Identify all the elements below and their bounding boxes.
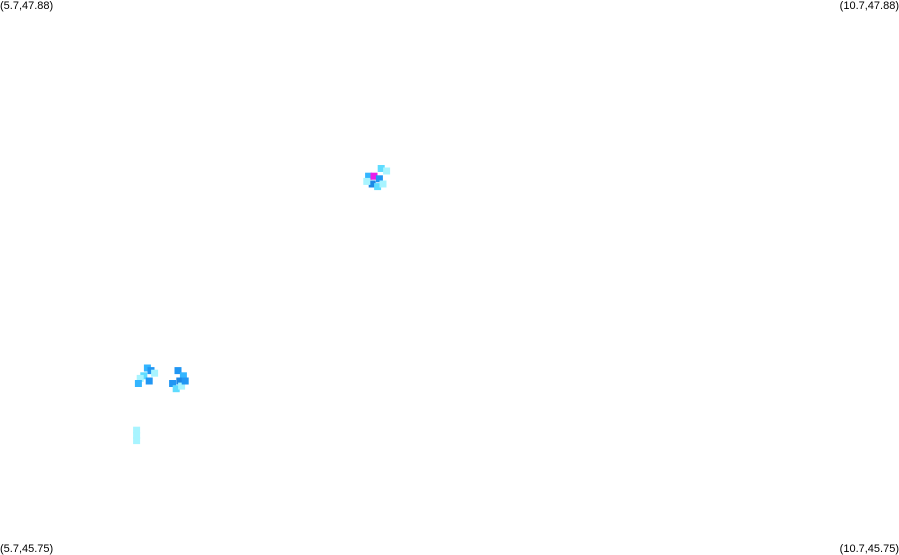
heat-cell	[370, 172, 378, 180]
heat-cell	[377, 165, 385, 172]
corner-label-bottom-right: (10.7,45.75)	[839, 543, 899, 555]
heat-cell	[133, 431, 141, 439]
cluster-northeast	[363, 165, 391, 191]
heat-cell	[145, 377, 153, 385]
heat-cell	[147, 367, 155, 375]
heat-cell	[134, 380, 142, 387]
heat-cell	[140, 372, 148, 380]
heat-cell	[375, 175, 383, 183]
cluster-center	[169, 367, 189, 393]
corner-label-top-left: (5.7,47.88)	[0, 0, 54, 12]
heat-cell	[178, 382, 186, 390]
heat-cell	[176, 377, 184, 385]
heat-cell	[133, 437, 141, 445]
heat-cell	[179, 372, 187, 380]
heat-cell	[379, 180, 387, 188]
heat-cell	[174, 367, 182, 375]
heat-cell	[143, 364, 151, 372]
heat-cell	[365, 172, 373, 180]
heat-cell	[133, 426, 141, 434]
heat-cell	[374, 183, 382, 191]
heat-cell	[169, 380, 177, 387]
cluster-south	[133, 426, 141, 445]
heat-cell	[151, 369, 159, 377]
cluster-west	[134, 364, 159, 387]
corner-label-bottom-left: (5.7,45.75)	[0, 543, 54, 555]
heat-cell	[383, 167, 391, 175]
heat-cell	[172, 385, 180, 393]
heat-cell	[136, 374, 144, 382]
heat-cell	[368, 180, 376, 188]
heat-cell	[181, 377, 189, 385]
corner-label-top-right: (10.7,47.88)	[839, 0, 899, 12]
heat-cell	[363, 177, 371, 185]
